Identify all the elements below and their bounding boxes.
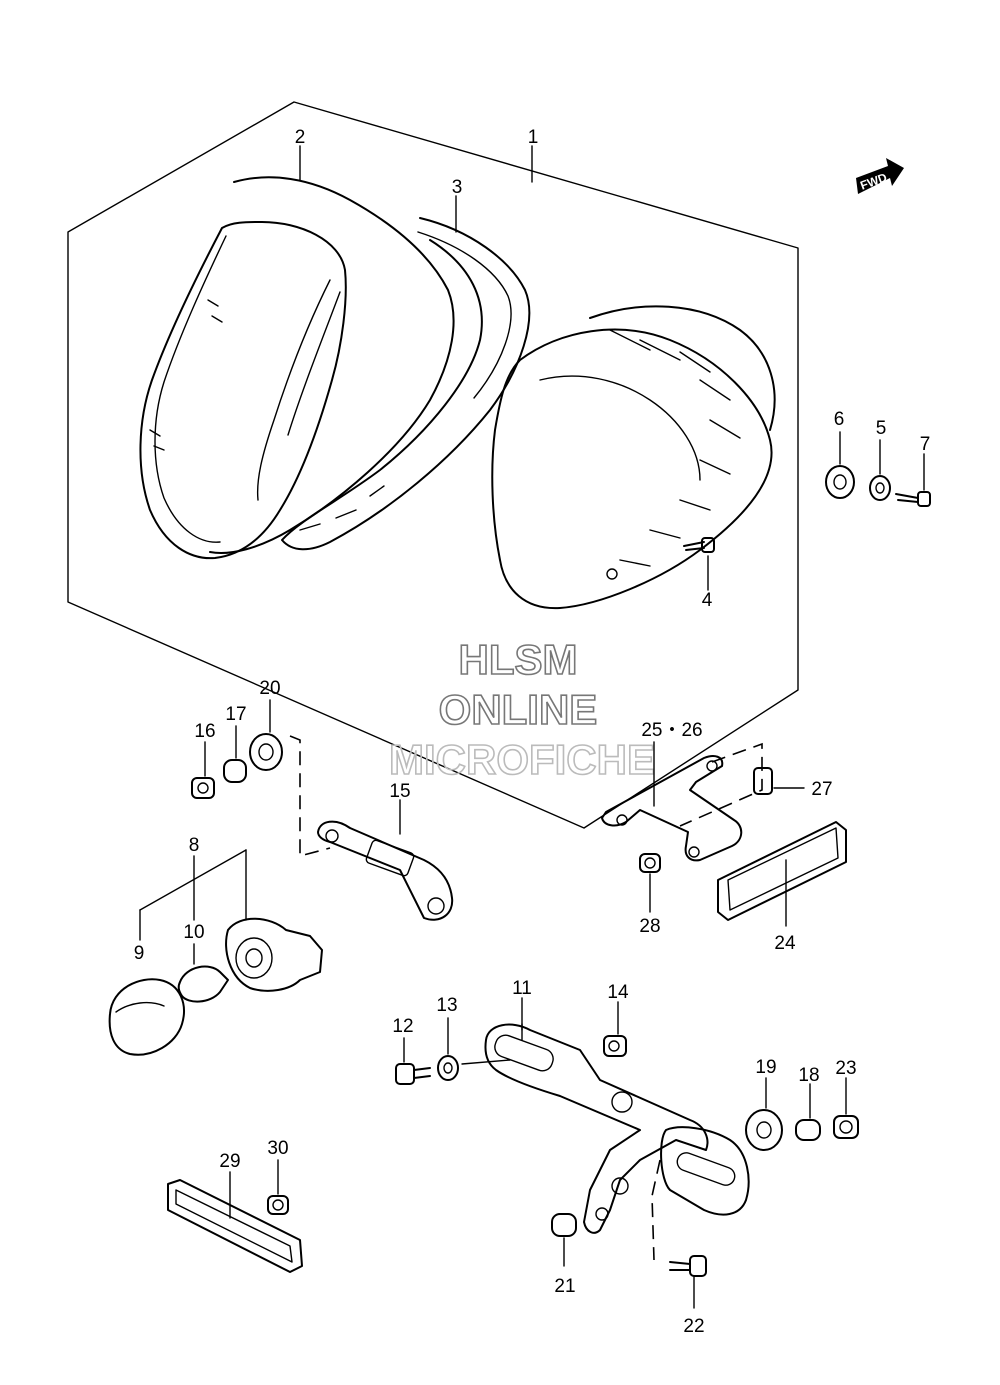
part-label-21: 21 — [554, 1276, 575, 1297]
grommet-washer-screw-set — [825, 431, 931, 507]
bracket-fasteners-upper-left — [191, 699, 331, 858]
lower-fasteners — [551, 1159, 707, 1309]
part-label-9: 9 — [134, 943, 145, 964]
part-label-14: 14 — [607, 982, 629, 1003]
part-label-28: 28 — [639, 916, 660, 937]
license-light-bracket — [317, 799, 454, 921]
part-label-10: 10 — [183, 922, 204, 943]
fwd-label: FWD — [858, 170, 889, 193]
part-label-18: 18 — [798, 1065, 819, 1086]
outer-housing-frame — [139, 176, 455, 560]
assembly-outline-box — [67, 101, 799, 829]
side-reflector-right — [717, 821, 847, 921]
part-label-22: 22 — [683, 1316, 704, 1337]
part-number-labels: 1 2 3 4 5 6 7 8 9 10 11 12 13 14 15 16 1… — [134, 127, 931, 1337]
forward-arrow-icon: FWD — [856, 158, 904, 194]
part-label-3: 3 — [452, 177, 463, 198]
part-label-29: 29 — [219, 1151, 240, 1172]
side-reflector-left-group — [167, 1159, 303, 1273]
leader-lines — [299, 145, 533, 1041]
part-label-19: 19 — [755, 1057, 776, 1078]
lens-gasket — [281, 217, 531, 551]
part-label-5: 5 — [876, 418, 887, 439]
watermark-line3: MICROFICHE — [389, 736, 655, 783]
watermark-line1: HLSM — [459, 636, 578, 683]
part-label-1: 1 — [528, 127, 539, 148]
part-label-2: 2 — [295, 127, 306, 148]
part-label-13: 13 — [436, 995, 457, 1016]
part-label-6: 6 — [834, 409, 845, 430]
bracket-fasteners-right — [745, 1077, 859, 1151]
part-label-15: 15 — [389, 781, 410, 802]
watermark: HLSM ONLINE MICROFICHE — [388, 635, 656, 784]
part-label-17: 17 — [225, 704, 246, 725]
part-label-4: 4 — [702, 590, 713, 611]
license-light-socket-group — [108, 849, 323, 1056]
part-label-24: 24 — [774, 933, 796, 954]
part-label-11: 11 — [512, 978, 532, 999]
part-label-12: 12 — [392, 1016, 413, 1037]
part-label-20: 20 — [259, 678, 280, 699]
part-label-25-26: 25・26 — [641, 720, 702, 741]
part-label-23: 23 — [835, 1058, 856, 1079]
lens-screw — [683, 537, 715, 591]
reflector-bracket-group — [601, 741, 847, 927]
watermark-line2: ONLINE — [439, 686, 598, 733]
part-label-27: 27 — [811, 779, 832, 800]
part-label-30: 30 — [267, 1138, 288, 1159]
rear-fender-bracket — [395, 997, 750, 1234]
tail-light-lens — [491, 305, 776, 610]
part-label-7: 7 — [920, 434, 931, 455]
part-label-16: 16 — [194, 721, 215, 742]
part-label-8: 8 — [189, 835, 200, 856]
